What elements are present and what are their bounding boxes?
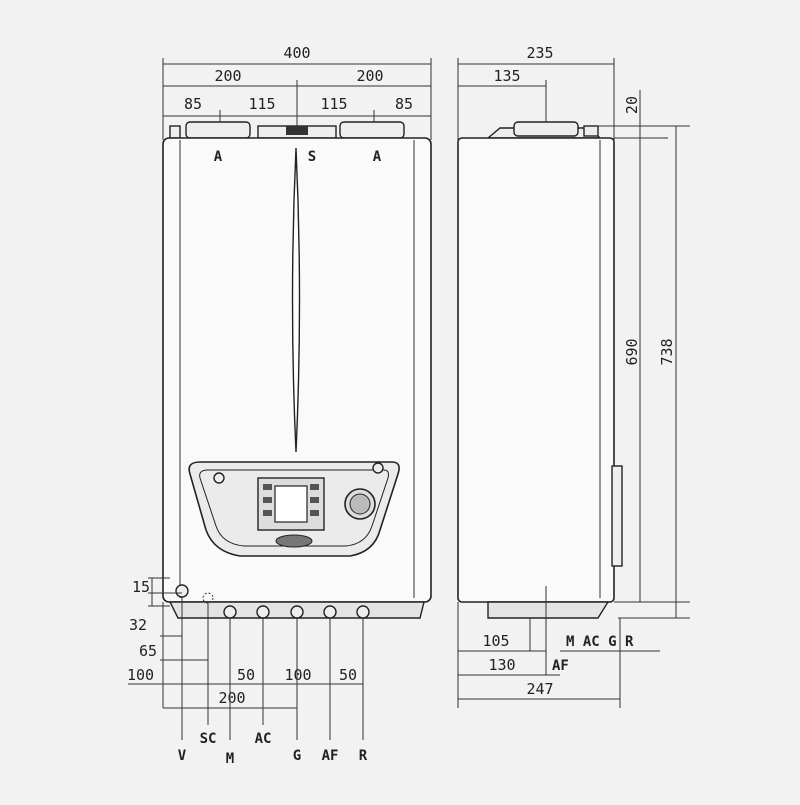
lcd-display	[274, 485, 308, 523]
dim-105: 105	[482, 632, 509, 650]
dim-400: 400	[283, 44, 310, 62]
panel-screw-left	[213, 472, 225, 484]
side-view: 235 135 20 690 738 105 130 247 M AC G R	[457, 44, 690, 708]
dim-135: 135	[493, 67, 520, 85]
panel-screw-right	[372, 462, 384, 474]
front-groove	[291, 147, 301, 453]
flue-outlet-left	[185, 121, 251, 139]
dim-235: 235	[526, 44, 553, 62]
connection-sc	[202, 592, 214, 604]
connection-af	[323, 605, 337, 619]
side-panel-bump	[611, 465, 623, 567]
dim-20: 20	[623, 96, 641, 114]
dim-15: 15	[132, 578, 150, 596]
dim-690: 690	[623, 338, 641, 365]
side-bottom-tray	[487, 601, 610, 619]
dim-65: 65	[139, 642, 157, 660]
dim-115-right: 115	[320, 95, 347, 113]
dim-115-left: 115	[248, 95, 275, 113]
dim-50-a: 50	[237, 666, 255, 684]
button-icon	[263, 510, 272, 516]
label-m: M	[226, 751, 234, 767]
label-ac: AC	[255, 731, 272, 747]
dim-50-b: 50	[339, 666, 357, 684]
dim-200-right: 200	[356, 67, 383, 85]
button-icon	[263, 484, 272, 490]
dim-100-left: 100	[127, 666, 154, 684]
dim-130: 130	[488, 656, 515, 674]
dim-32: 32	[129, 616, 147, 634]
label-af: AF	[322, 748, 339, 764]
side-fitting	[583, 125, 599, 137]
connection-r	[356, 605, 370, 619]
control-panel-inner	[199, 469, 389, 547]
button-icon	[310, 510, 319, 516]
dim-247: 247	[526, 680, 553, 698]
flue-outlet-right	[339, 121, 405, 139]
dim-85-left: 85	[184, 95, 202, 113]
connection-v	[175, 584, 189, 598]
label-m-ac-g-r: M AC G R	[566, 634, 634, 650]
button-icon	[310, 497, 319, 503]
label-a-right: A	[373, 149, 382, 165]
dim-200-bottom: 200	[218, 689, 245, 707]
label-side-af: AF	[552, 658, 569, 674]
connection-g	[290, 605, 304, 619]
dim-200-left: 200	[214, 67, 241, 85]
connection-ac	[256, 605, 270, 619]
label-s: S	[308, 149, 316, 165]
side-flue-outlet	[513, 121, 579, 137]
flue-socket	[286, 126, 308, 135]
dim-85-right: 85	[395, 95, 413, 113]
dim-738: 738	[658, 338, 676, 365]
brand-logo	[275, 534, 313, 548]
dim-100-bottom: 100	[284, 666, 311, 684]
label-a-left: A	[214, 149, 223, 165]
connection-m	[223, 605, 237, 619]
label-r: R	[359, 748, 368, 764]
gauge-dial	[349, 493, 371, 515]
label-v: V	[178, 748, 187, 764]
front-view: 400 200 200 85 115 115 85 A S A	[127, 44, 432, 767]
label-sc: SC	[200, 731, 217, 747]
left-hook	[169, 125, 181, 139]
button-icon	[263, 497, 272, 503]
label-g: G	[293, 748, 301, 764]
boiler-side-casing	[457, 137, 615, 603]
button-icon	[310, 484, 319, 490]
